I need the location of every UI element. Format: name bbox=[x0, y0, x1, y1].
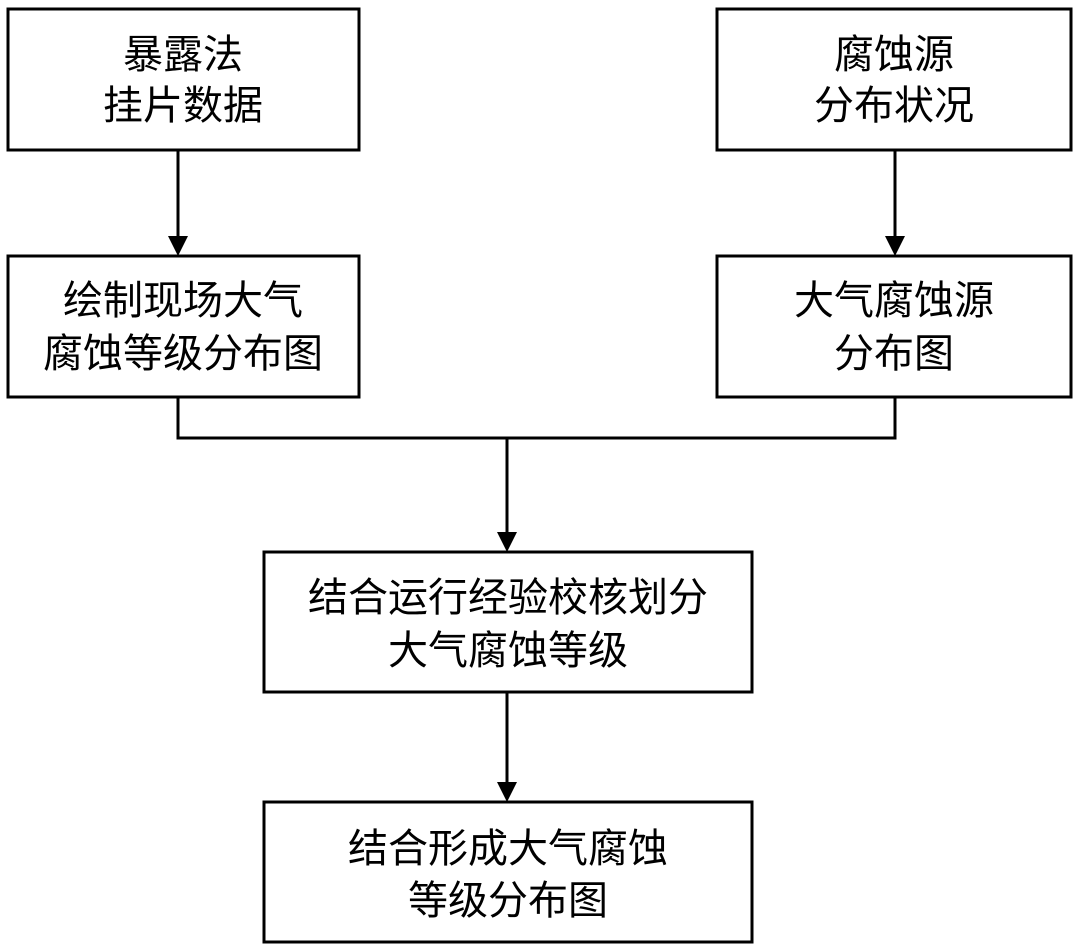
node-atmospheric-source-map-line-1: 大气腐蚀源 bbox=[794, 278, 994, 324]
node-verify-grade-line-2: 大气腐蚀等级 bbox=[388, 628, 628, 674]
node-corrosion-source-distribution-line-1: 腐蚀源 bbox=[834, 32, 954, 78]
node-final-grade-map: 结合形成大气腐蚀 等级分布图 bbox=[262, 800, 754, 944]
node-atmospheric-source-map: 大气腐蚀源 分布图 bbox=[715, 254, 1073, 399]
node-exposure-data-box bbox=[6, 7, 361, 152]
node-draw-site-grade-map-line-1: 绘制现场大气 bbox=[63, 278, 303, 324]
node-draw-site-grade-map: 绘制现场大气 腐蚀等级分布图 bbox=[6, 254, 361, 399]
node-exposure-data-line-2: 挂片数据 bbox=[103, 83, 263, 129]
node-corrosion-source-distribution: 腐蚀源 分布状况 bbox=[715, 7, 1073, 152]
node-exposure-data-line-1: 暴露法 bbox=[123, 32, 243, 78]
node-corrosion-source-distribution-line-2: 分布状况 bbox=[814, 83, 974, 129]
node-verify-grade-line-1: 结合运行经验校核划分 bbox=[308, 575, 708, 621]
node-exposure-data: 暴露法 挂片数据 bbox=[6, 7, 361, 152]
node-draw-site-grade-map-line-2: 腐蚀等级分布图 bbox=[43, 331, 323, 377]
node-atmospheric-source-map-line-2: 分布图 bbox=[834, 331, 954, 377]
connector-merge bbox=[176, 397, 897, 440]
arrow-head-exposure-to-draw bbox=[168, 236, 188, 256]
node-final-grade-map-box bbox=[262, 800, 754, 944]
node-corrosion-source-distribution-box bbox=[715, 7, 1073, 152]
node-atmospheric-source-map-box bbox=[715, 254, 1073, 399]
node-final-grade-map-line-1: 结合形成大气腐蚀 bbox=[348, 826, 668, 872]
node-verify-grade: 结合运行经验校核划分 大气腐蚀等级 bbox=[262, 550, 754, 694]
connectors bbox=[168, 150, 905, 802]
node-draw-site-grade-map-box bbox=[6, 254, 361, 399]
arrow-head-verify-to-final bbox=[497, 782, 517, 802]
node-verify-grade-box bbox=[262, 550, 754, 694]
node-final-grade-map-line-2: 等级分布图 bbox=[408, 878, 608, 924]
arrow-head-source-to-atmos bbox=[885, 236, 905, 256]
arrow-head-merge-to-verify bbox=[497, 532, 517, 552]
